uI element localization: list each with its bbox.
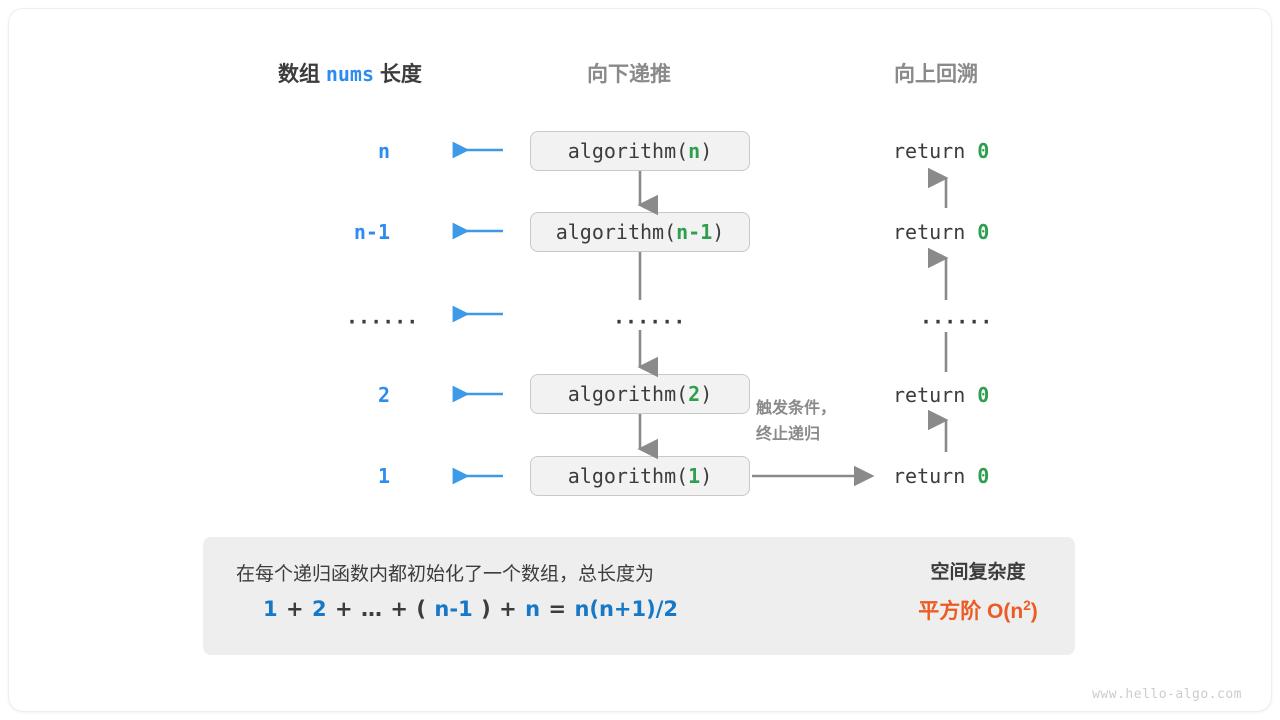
- summary-formula-part-2: 2: [312, 597, 327, 621]
- termination-note: 触发条件， 终止递归: [756, 396, 836, 448]
- call-box-row-4-name: algorithm(: [567, 464, 689, 488]
- summary-result-value-tail: ): [1030, 600, 1038, 623]
- return-label-row-0: return 0: [893, 139, 989, 163]
- summary-result-value-main: 平方阶 O(n: [918, 600, 1024, 623]
- return-value-row-3: 0: [977, 383, 990, 407]
- call-box-row-4-arg: 1: [688, 464, 701, 488]
- return-value-row-4: 0: [977, 464, 990, 488]
- call-box-row-0[interactable]: algorithm(n): [530, 131, 750, 171]
- summary-formula-part-7: n-1: [434, 597, 473, 621]
- summary-description: 在每个递归函数内都初始化了一个数组，总长度为: [236, 564, 655, 585]
- return-label-row-4: return 0: [893, 464, 989, 488]
- return-label-row-1: return 0: [893, 220, 989, 244]
- summary-formula-part-5: +: [390, 597, 409, 621]
- header-left-mono: nums: [325, 62, 375, 86]
- return-keyword-row-0: return: [893, 139, 966, 163]
- call-box-row-4[interactable]: algorithm(1): [530, 456, 750, 496]
- length-label-row-4: 1: [377, 464, 390, 488]
- length-label-row-3: 2: [377, 383, 390, 407]
- call-box-row-1-name: algorithm(: [555, 220, 677, 244]
- summary-formula-part-9: +: [499, 597, 517, 621]
- call-box-row-2-ellipsis: ······: [613, 310, 686, 334]
- call-box-row-1-arg: n-1: [676, 220, 713, 244]
- summary-panel: 在每个递归函数内都初始化了一个数组，总长度为 1 + 2 + … + ( n-1…: [203, 537, 1075, 655]
- call-box-row-3-arg: 2: [688, 382, 701, 406]
- call-box-row-0-close: ): [700, 139, 713, 163]
- return-keyword-row-3: return: [893, 383, 966, 407]
- return-label-row-2-ellipsis: ······: [920, 310, 993, 334]
- call-box-row-3[interactable]: algorithm(2): [530, 374, 750, 414]
- call-box-row-0-name: algorithm(: [567, 139, 689, 163]
- summary-formula-part-6: (: [416, 597, 427, 621]
- summary-formula: 1 + 2 + … + ( n-1 ) + n = n(n+1)/2: [263, 597, 678, 621]
- summary-formula-part-4: …: [361, 597, 383, 621]
- call-box-row-4-close: ): [700, 464, 713, 488]
- summary-formula-part-8: ): [481, 597, 491, 621]
- summary-result-value-exponent: 2: [1023, 598, 1031, 613]
- summary-formula-part-10: n: [525, 597, 541, 621]
- call-box-row-0-arg: n: [688, 139, 701, 163]
- summary-formula-part-12: n(n+1)/2: [574, 597, 679, 621]
- summary-result-title: 空间复杂度: [930, 562, 1026, 583]
- termination-note-line-2: 终止递归: [756, 426, 821, 443]
- call-box-row-3-close: ): [700, 382, 713, 406]
- length-label-row-0: n: [377, 139, 390, 163]
- length-label-row-2-ellipsis: ······: [346, 310, 419, 334]
- return-keyword-row-1: return: [893, 220, 966, 244]
- column-header-return-up: 向上回溯: [894, 63, 978, 86]
- termination-note-line-1: 触发条件，: [756, 400, 837, 417]
- call-box-row-1-close: ): [712, 220, 725, 244]
- watermark: www.hello-algo.com: [1092, 687, 1242, 702]
- header-left-prefix: 数组: [278, 63, 320, 86]
- call-box-row-1[interactable]: algorithm(n-1): [530, 212, 750, 252]
- summary-formula-part-1: +: [286, 597, 304, 621]
- length-label-row-1: n-1: [353, 220, 390, 244]
- call-box-row-3-name: algorithm(: [567, 382, 689, 406]
- summary-formula-part-11: =: [548, 597, 567, 621]
- summary-result-value: 平方阶 O(n2): [883, 595, 1073, 625]
- return-label-row-3: return 0: [893, 383, 989, 407]
- summary-formula-part-3: +: [335, 597, 353, 621]
- return-value-row-1: 0: [977, 220, 990, 244]
- column-header-array-length: 数组 nums 长度: [278, 58, 422, 88]
- return-keyword-row-4: return: [893, 464, 966, 488]
- column-header-recurse-down: 向下递推: [587, 63, 671, 86]
- return-value-row-0: 0: [977, 139, 990, 163]
- summary-formula-part-0: 1: [263, 597, 278, 621]
- header-left-suffix: 长度: [379, 63, 422, 86]
